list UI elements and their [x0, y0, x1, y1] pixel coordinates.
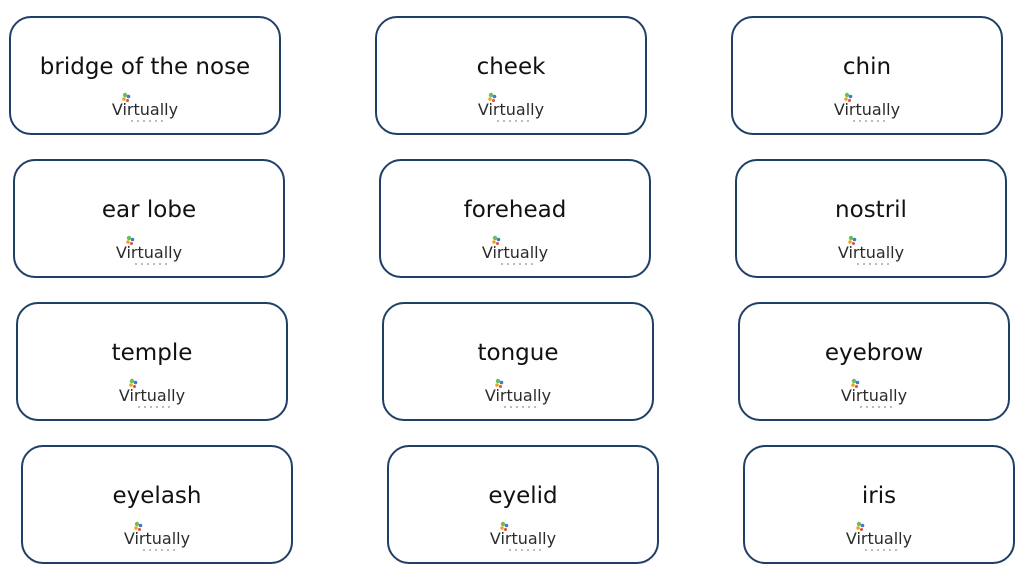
svg-text:Virtually: Virtually: [116, 243, 182, 262]
flashcard: forehead Virtually: [379, 159, 651, 278]
flashcard-word: eyebrow: [824, 340, 924, 366]
flashcard: cheek Virtually: [375, 16, 647, 135]
svg-text:Virtually: Virtually: [482, 243, 548, 262]
flashcard-word: nostril: [835, 197, 907, 223]
virtually-logo: Virtually: [110, 234, 188, 268]
flashcard-word: chin: [842, 54, 892, 80]
virtually-logo: Virtually: [476, 234, 554, 268]
svg-text:Virtually: Virtually: [119, 386, 185, 405]
flashcard: tongue Virtually: [382, 302, 654, 421]
flashcard-word: temple: [111, 340, 193, 366]
flashcard-word: cheek: [476, 54, 546, 80]
virtually-logo: Virtually: [472, 91, 550, 125]
virtually-logo: Virtually: [840, 520, 918, 554]
flashcard: eyelid Virtually: [387, 445, 659, 564]
svg-text:Virtually: Virtually: [846, 529, 912, 548]
svg-text:Virtually: Virtually: [834, 100, 900, 119]
flashcard: eyebrow Virtually: [738, 302, 1010, 421]
virtually-logo: Virtually: [113, 377, 191, 411]
flashcard-word: ear lobe: [101, 197, 197, 223]
virtually-logo: Virtually: [479, 377, 557, 411]
flashcard: temple Virtually: [16, 302, 288, 421]
virtually-logo: Virtually: [835, 377, 913, 411]
virtually-logo: Virtually: [484, 520, 562, 554]
svg-text:Virtually: Virtually: [485, 386, 551, 405]
svg-text:Virtually: Virtually: [838, 243, 904, 262]
flashcard-word: tongue: [477, 340, 559, 366]
virtually-logo: Virtually: [106, 91, 184, 125]
svg-text:Virtually: Virtually: [841, 386, 907, 405]
svg-text:Virtually: Virtually: [112, 100, 178, 119]
svg-text:Virtually: Virtually: [478, 100, 544, 119]
flashcard-word: eyelash: [112, 483, 202, 509]
flashcard-word: bridge of the nose: [39, 54, 251, 80]
virtually-logo: Virtually: [832, 234, 910, 268]
virtually-logo: Virtually: [118, 520, 196, 554]
flashcard-word: eyelid: [488, 483, 558, 509]
svg-text:Virtually: Virtually: [124, 529, 190, 548]
flashcard-word: forehead: [463, 197, 567, 223]
flashcard: chin Virtually: [731, 16, 1003, 135]
flashcard-word: iris: [861, 483, 897, 509]
flashcard: ear lobe Virtually: [13, 159, 285, 278]
flashcard: nostril Virtually: [735, 159, 1007, 278]
virtually-logo: Virtually: [828, 91, 906, 125]
svg-text:Virtually: Virtually: [490, 529, 556, 548]
flashcard: iris Virtually: [743, 445, 1015, 564]
flashcard: eyelash Virtually: [21, 445, 293, 564]
flashcard: bridge of the nose Virtually: [9, 16, 281, 135]
